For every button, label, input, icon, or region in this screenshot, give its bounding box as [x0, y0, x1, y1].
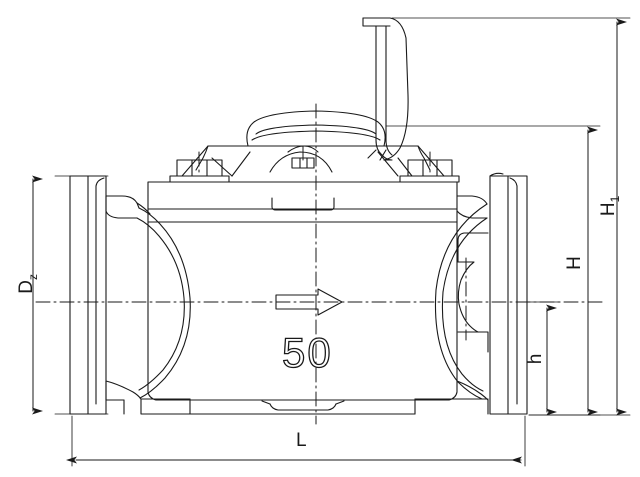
left-flange	[69, 175, 107, 415]
dimension-label-H1: H1	[598, 195, 622, 217]
dimension-label-L: L	[296, 430, 307, 451]
meter-body	[147, 181, 458, 415]
dimension-label-h: h	[525, 353, 546, 365]
right-flange	[489, 172, 528, 415]
flow-direction-arrow	[275, 288, 343, 316]
dimension-lines	[32, 18, 627, 464]
left-bolt-head	[169, 159, 230, 183]
dimension-label-Dz: Dz	[16, 274, 40, 294]
lever-handle	[362, 17, 409, 161]
nominal-size-marking: 50	[281, 329, 333, 376]
register-support	[181, 145, 445, 177]
dimension-label-H: H	[564, 256, 585, 270]
left-body-chamber	[105, 195, 191, 415]
right-body-chamber	[414, 195, 489, 415]
centerlines	[35, 103, 605, 425]
